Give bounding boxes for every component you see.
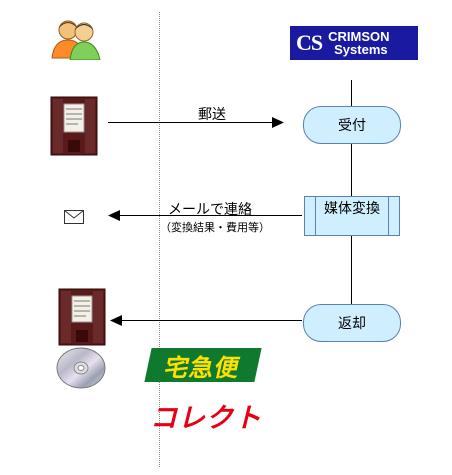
delivery-line2: コレクト: [150, 403, 262, 434]
mail-sublabel: （変換結果・費用等）: [160, 221, 270, 234]
delivery-line1: 宅急便: [161, 353, 243, 382]
logo-mark: CS: [296, 30, 323, 55]
send-arrow-head: [272, 117, 284, 128]
logo-text-line2: Systems: [334, 42, 388, 57]
mail-arrow-head: [108, 210, 120, 221]
send-label: 郵送: [198, 107, 226, 123]
mail-arrow-line: [118, 215, 302, 216]
delivery-logo: 宅急便: [144, 348, 262, 382]
process-lifeline: [351, 80, 352, 310]
convert-node-label: 媒体変換: [324, 201, 380, 217]
receive-node-label: 受付: [338, 118, 366, 134]
return-node-label: 返却: [338, 316, 366, 332]
users-icon: [51, 20, 101, 60]
cd-disc-icon: [56, 347, 106, 389]
floppy-disk-icon: [50, 96, 98, 156]
return-arrow-line: [120, 320, 302, 321]
company-logo: CS CRIMSON Systems: [290, 26, 418, 60]
send-arrow-line: [108, 122, 276, 123]
logo-text-line1: CRIMSON: [328, 29, 390, 44]
return-arrow-head: [110, 315, 122, 326]
convert-node: 媒体変換: [304, 196, 400, 236]
mail-label: メールで連絡: [168, 202, 252, 218]
return-node: 返却: [303, 304, 401, 342]
floppy-disk-icon: [58, 288, 106, 346]
receive-node: 受付: [303, 106, 401, 144]
separator-dotted-line: [159, 12, 160, 467]
envelope-icon: [64, 210, 84, 224]
